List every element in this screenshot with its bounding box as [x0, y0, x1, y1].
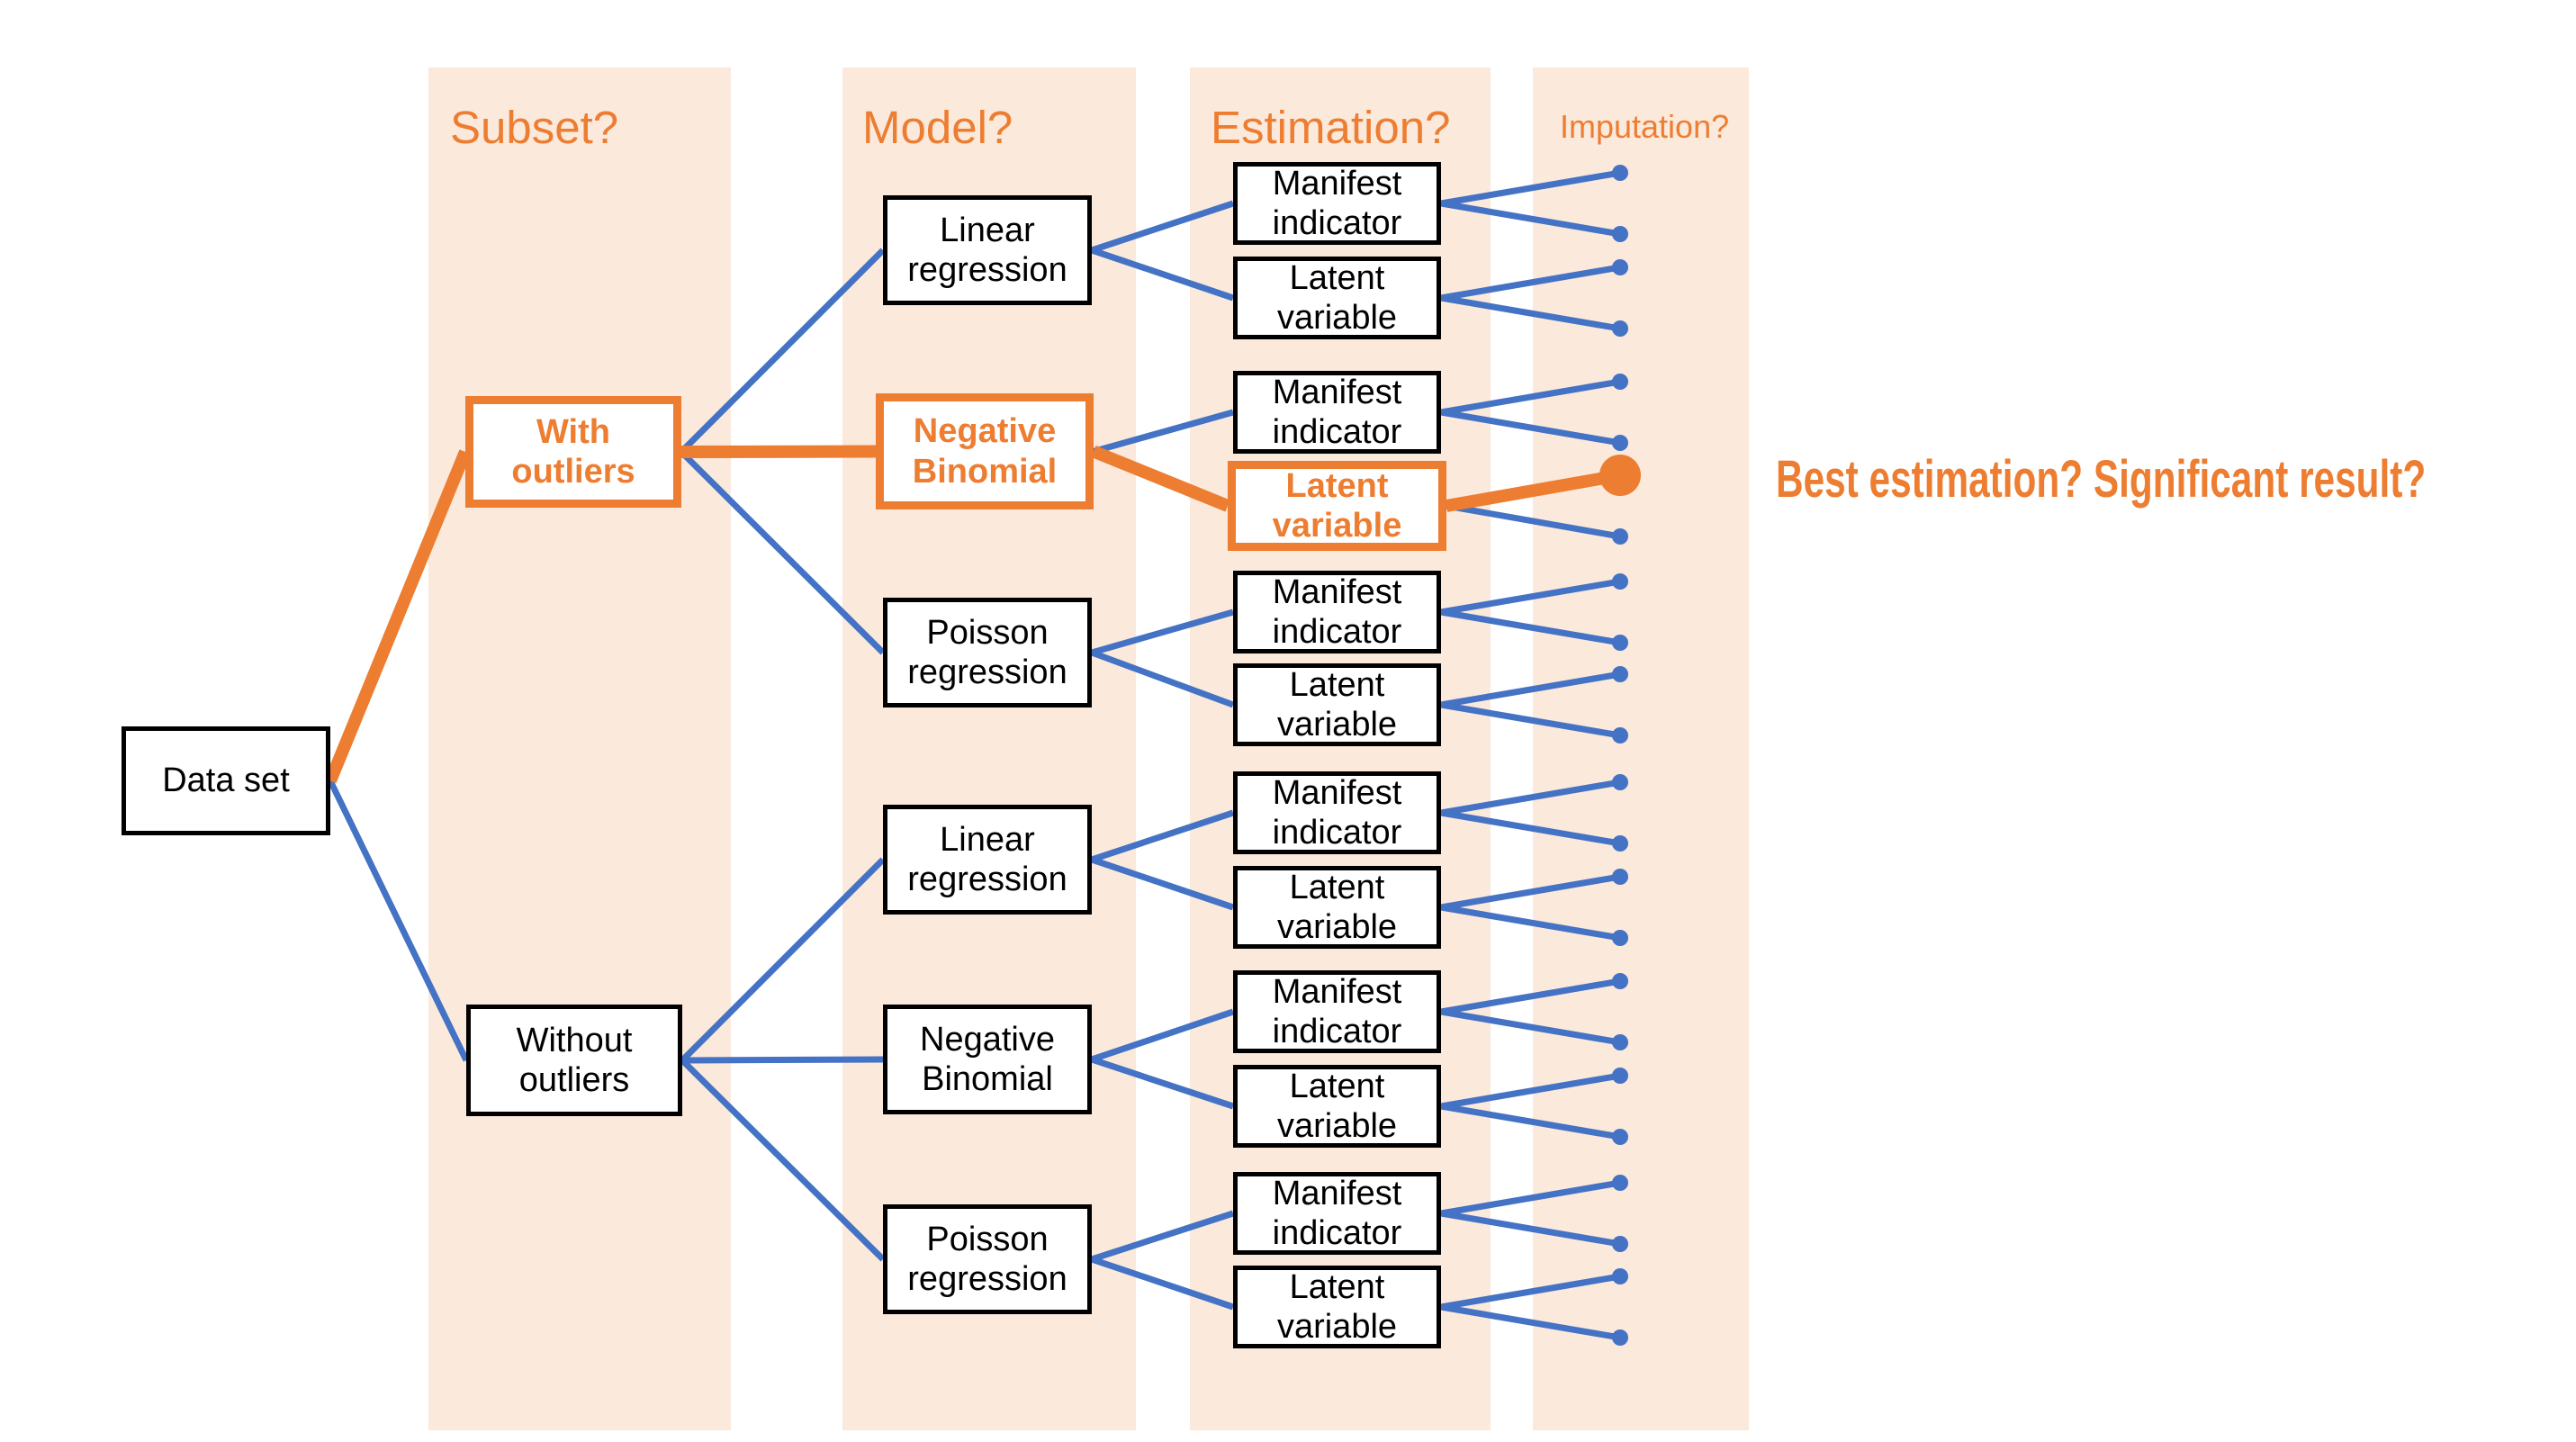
node-model-poisson-regression-1: Poisson regression: [883, 1204, 1092, 1314]
node-estimation-latent-variable-5: Latent variable: [1233, 663, 1441, 746]
node-model-poisson-regression-0: Poisson regression: [883, 598, 1092, 707]
imputation-dot-10-a: [1612, 1175, 1628, 1191]
edge-poisson-regression-latent-variable-11: [1090, 1256, 1235, 1311]
edge-without-outliers-linear-regression: [680, 857, 886, 1063]
column-header-subset: Subset?: [450, 102, 619, 153]
edge-estimation-10-dot-b: [1440, 1210, 1621, 1248]
edge-poisson-regression-latent-variable-5: [1090, 649, 1235, 708]
node-estimation-latent-variable-11: Latent variable: [1233, 1266, 1441, 1348]
edge-with-outliers-poisson-regression: [679, 449, 886, 655]
edge-estimation-9-dot-b: [1440, 1103, 1621, 1140]
column-header-imputation: Imputation?: [1560, 108, 1730, 145]
imputation-dot-5-a: [1612, 666, 1628, 682]
edge-estimation-2-dot-a: [1440, 378, 1621, 416]
edge-estimation-11-dot-b: [1440, 1303, 1621, 1341]
node-with-outliers: With outliers: [465, 396, 681, 508]
edge-estimation-8-dot-b: [1440, 1008, 1621, 1046]
imputation-dot-7-a: [1612, 869, 1628, 885]
edge-root-with-outliers: [324, 449, 472, 784]
imputation-dot-11-a: [1612, 1268, 1628, 1284]
column-band-subset: [428, 68, 731, 1430]
imputation-dot-1-a: [1612, 259, 1628, 275]
imputation-dot-1-b: [1612, 320, 1628, 337]
node-estimation-manifest-indicator-8: Manifest indicator: [1233, 970, 1441, 1053]
node-estimation-latent-variable-1: Latent variable: [1233, 257, 1441, 339]
edge-linear-regression-manifest-indicator-6: [1090, 809, 1235, 863]
edge-without-outliers-negative-binomial: [681, 1056, 884, 1064]
edge-estimation-4-dot-a: [1440, 578, 1621, 616]
edge-estimation-6-dot-a: [1440, 779, 1621, 816]
edge-estimation-6-dot-b: [1440, 809, 1621, 847]
edge-estimation-9-dot-a: [1440, 1072, 1621, 1110]
edge-with-outliers-linear-regression: [679, 248, 886, 455]
imputation-dot-0-b: [1612, 226, 1628, 242]
edge-estimation-7-dot-a: [1440, 873, 1621, 911]
node-without-outliers: Without outliers: [466, 1005, 682, 1116]
edge-estimation-0-dot-a: [1440, 169, 1621, 207]
edge-linear-regression-manifest-indicator-0: [1090, 200, 1235, 254]
imputation-dot-7-b: [1612, 930, 1628, 946]
edge-root-without-outliers: [327, 779, 470, 1062]
imputation-dot-3-b: [1612, 528, 1628, 545]
edge-estimation-8-dot-a: [1440, 978, 1621, 1015]
imputation-dot-8-b: [1612, 1034, 1628, 1050]
node-estimation-manifest-indicator-6: Manifest indicator: [1233, 771, 1441, 854]
edge-negative-binomial-latent-variable-9: [1090, 1056, 1235, 1110]
imputation-dot-2-b: [1612, 435, 1628, 451]
imputation-dot-9-b: [1612, 1129, 1628, 1145]
imputation-dot-8-a: [1612, 973, 1628, 989]
edge-estimation-4-dot-b: [1440, 608, 1621, 646]
imputation-dot-4-b: [1612, 635, 1628, 651]
imputation-dot-10-b: [1612, 1236, 1628, 1252]
imputation-dot-6-a: [1612, 774, 1628, 790]
edge-estimation-3-dot-a: [1445, 469, 1622, 512]
edge-linear-regression-latent-variable-1: [1090, 247, 1235, 302]
node-estimation-manifest-indicator-10: Manifest indicator: [1233, 1172, 1441, 1255]
edge-negative-binomial-manifest-indicator-8: [1090, 1008, 1235, 1063]
edge-estimation-5-dot-a: [1440, 671, 1621, 708]
column-band-imputation: [1533, 68, 1749, 1430]
node-estimation-manifest-indicator-4: Manifest indicator: [1233, 571, 1441, 653]
imputation-dot-5-b: [1612, 727, 1628, 744]
imputation-dot-4-a: [1612, 573, 1628, 590]
node-estimation-latent-variable-7: Latent variable: [1233, 866, 1441, 949]
node-model-negative-binomial-1: Negative Binomial: [883, 1005, 1092, 1114]
edge-estimation-1-dot-b: [1440, 294, 1621, 332]
node-model-linear-regression-0: Linear regression: [883, 195, 1092, 305]
imputation-dot-selected: [1599, 455, 1641, 496]
edge-estimation-7-dot-b: [1440, 904, 1621, 942]
imputation-dot-2-a: [1612, 374, 1628, 390]
edge-with-outliers-negative-binomial: [680, 445, 877, 458]
edge-negative-binomial-manifest-indicator-2: [1093, 409, 1234, 455]
node-estimation-manifest-indicator-2: Manifest indicator: [1233, 371, 1441, 454]
edge-without-outliers-poisson-regression: [680, 1058, 886, 1262]
node-data-set: Data set: [122, 726, 330, 835]
column-header-model: Model?: [862, 102, 1013, 153]
edge-estimation-1-dot-a: [1440, 264, 1621, 302]
imputation-dot-9-a: [1612, 1068, 1628, 1084]
node-estimation-latent-variable-3: Latent variable: [1228, 461, 1446, 551]
edge-estimation-3-dot-b: [1446, 502, 1621, 540]
edge-estimation-2-dot-b: [1440, 409, 1621, 446]
imputation-dot-6-b: [1612, 835, 1628, 852]
node-model-linear-regression-1: Linear regression: [883, 805, 1092, 915]
column-header-estimation: Estimation?: [1211, 102, 1451, 153]
edge-linear-regression-latent-variable-7: [1090, 856, 1235, 911]
imputation-dot-11-b: [1612, 1329, 1628, 1346]
edge-estimation-0-dot-b: [1440, 200, 1621, 238]
node-estimation-latent-variable-9: Latent variable: [1233, 1065, 1441, 1148]
conclusion-caption: Best estimation? Significant result?: [1776, 450, 2427, 509]
edge-estimation-11-dot-a: [1440, 1273, 1621, 1311]
edge-poisson-regression-manifest-indicator-10: [1090, 1210, 1235, 1263]
edge-estimation-5-dot-b: [1440, 701, 1621, 739]
edge-estimation-10-dot-a: [1440, 1179, 1621, 1217]
edge-poisson-regression-manifest-indicator-4: [1091, 608, 1234, 656]
node-estimation-manifest-indicator-0: Manifest indicator: [1233, 162, 1441, 245]
node-model-negative-binomial-0: Negative Binomial: [876, 393, 1094, 509]
imputation-dot-0-a: [1612, 165, 1628, 181]
edge-negative-binomial-latent-variable-3: [1091, 446, 1230, 512]
